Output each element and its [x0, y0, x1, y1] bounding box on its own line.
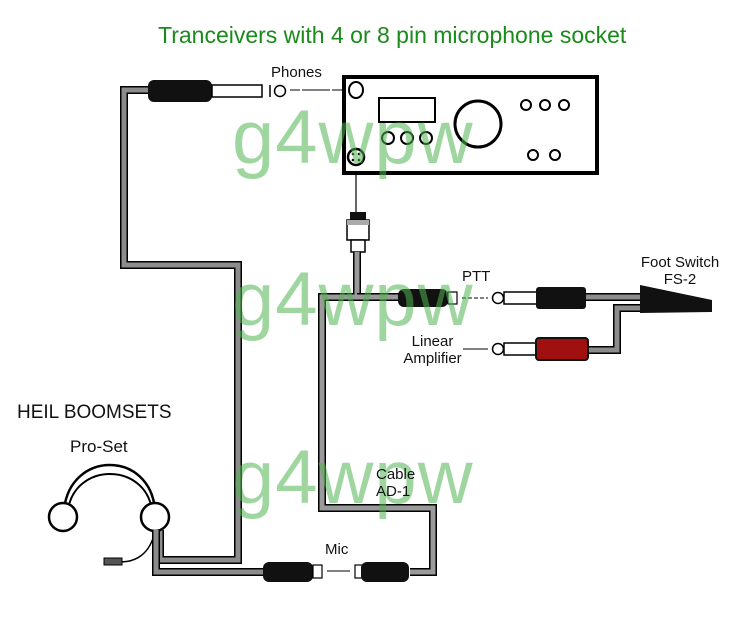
headset-mic-cable — [153, 530, 265, 575]
foot-switch-label-line1: Foot Switch — [640, 254, 720, 271]
mic-label: Mic — [325, 541, 349, 558]
transceiver — [342, 75, 599, 175]
cable-label-line2: AD-1 — [376, 483, 411, 500]
din-plug — [346, 212, 370, 253]
linear-cable — [588, 305, 645, 353]
headset-icon — [47, 463, 171, 566]
diagram-title: Tranceivers with 4 or 8 pin microphone s… — [158, 22, 627, 48]
ad1-mic-socket — [354, 562, 409, 582]
foot-switch-label: Foot Switch FS-2 — [630, 254, 730, 288]
ptt-socket — [398, 289, 458, 307]
cable-label-line1: Cable — [376, 466, 416, 483]
knob-icon — [419, 131, 433, 145]
linear-plug — [491, 337, 589, 361]
ptt-plug — [491, 287, 586, 309]
button-icon — [549, 149, 561, 161]
phones-plug — [148, 80, 287, 102]
phones-socket-icon — [348, 81, 364, 99]
button-icon — [520, 99, 532, 111]
linear-amplifier-label: Linear Amplifier — [390, 333, 475, 367]
button-icon — [527, 149, 539, 161]
phones-label: Phones — [271, 64, 322, 81]
phones-cable-outline — [120, 86, 242, 564]
mic-socket-icon — [346, 147, 366, 167]
watermark: g4wpw — [232, 435, 474, 520]
headset-mic-plug — [263, 562, 323, 582]
brand-label: HEIL BOOMSETS — [17, 402, 172, 423]
phones-cable — [121, 87, 241, 563]
watermark: g4wpw — [232, 257, 474, 342]
transceiver-body — [342, 75, 599, 175]
foot-switch-label-line2: FS-2 — [663, 271, 697, 288]
model-label: Pro-Set — [70, 437, 128, 456]
ptt-label: PTT — [462, 268, 491, 285]
linear-label-line1: Linear — [411, 333, 454, 350]
cable-label: Cable AD-1 — [376, 466, 415, 500]
button-icon — [558, 99, 570, 111]
knob-icon — [400, 131, 414, 145]
knob-icon — [381, 131, 395, 145]
button-icon — [539, 99, 551, 111]
watermark: g4wpw — [232, 95, 474, 180]
display-window — [378, 97, 436, 123]
tuning-dial-icon — [453, 99, 503, 149]
linear-label-line2: Amplifier — [403, 350, 462, 367]
foot-switch-icon — [640, 285, 712, 313]
